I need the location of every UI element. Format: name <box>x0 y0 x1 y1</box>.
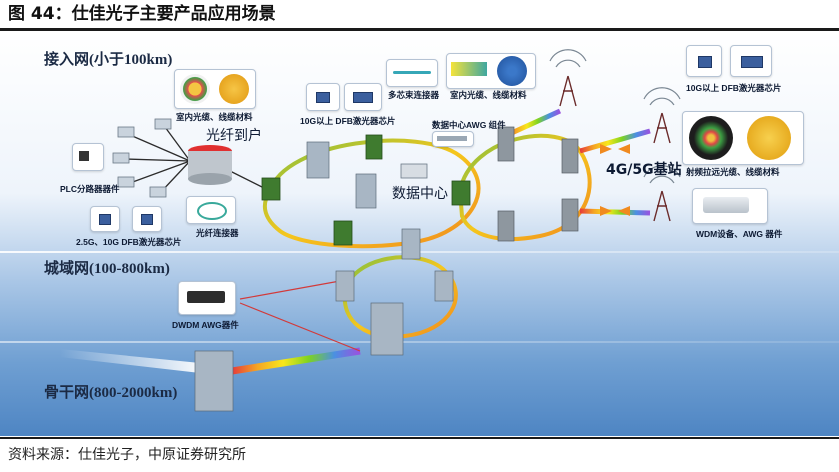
office-towers <box>194 141 454 412</box>
antenna-signal-arcs <box>549 49 681 184</box>
label-indoor-cable-center: 室内光缆、线缆材料 <box>450 90 527 100</box>
laser-chip-icon <box>698 56 712 68</box>
label-dfb-2-5g-10g: 2.5G、10G DFB激光器芯片 <box>76 237 182 247</box>
dwdm-arrow-1 <box>239 280 341 300</box>
mpo-cable-icon <box>393 71 431 74</box>
house-icons <box>112 118 172 198</box>
dfb-chip-tile-right-2 <box>730 45 772 77</box>
laser-chip-icon <box>741 56 763 68</box>
label-wdm-awg: WDM设备、AWG 器件 <box>696 229 783 239</box>
dwdm-awg-module-icon <box>187 291 225 303</box>
backbone-light-beam <box>60 349 200 373</box>
green-buildings <box>261 134 471 246</box>
rf-cable-material-icon <box>747 116 791 160</box>
multicore-connector-tile <box>386 59 438 87</box>
awg-module-icon <box>437 136 467 141</box>
dfb-chip-tile-center-1 <box>306 83 340 111</box>
label-dwdm-awg: DWDM AWG器件 <box>172 320 239 330</box>
laser-chip-icon <box>99 214 111 225</box>
ftth-fanout <box>124 126 271 194</box>
cable-material-icon <box>219 74 249 104</box>
cable-cross-section-icon <box>180 74 210 104</box>
laser-chip-icon <box>316 92 330 103</box>
label-fttx: 光纤到户 <box>206 128 262 144</box>
diagram-area: 接入网(小于100km) 城域网(100-800km) 骨干网(800-2000… <box>0 31 839 436</box>
plc-splitter-tile <box>72 143 104 171</box>
label-plc-splitter: PLC分路器器件 <box>60 184 120 194</box>
label-dc-awg: 数据中心AWG 组件 <box>432 120 506 130</box>
metro-ring <box>342 255 458 339</box>
label-dfb-10g-center: 10G以上 DFB激光器芯片 <box>300 116 396 126</box>
label-fiber-connector: 光纤连接器 <box>196 228 239 238</box>
footer-rule <box>0 437 839 439</box>
band-label-backbone: 骨干网(800-2000km) <box>44 385 178 401</box>
dwdm-arrow-2 <box>239 302 361 352</box>
wdm-device-tile <box>692 188 768 224</box>
dc-switch <box>400 163 428 179</box>
fiber-coil-icon <box>197 202 227 220</box>
label-base-station: 4G/5G基站 <box>606 162 682 178</box>
data-center-racks <box>497 126 579 242</box>
plc-splitter-icon <box>79 151 89 161</box>
network-graphic <box>60 49 681 412</box>
title-rule <box>0 28 839 31</box>
laser-chip-icon <box>353 92 373 103</box>
dfb-chip-tile-left-2 <box>132 206 162 232</box>
label-rf-cable: 射频拉远光缆、线缆材料 <box>686 167 780 177</box>
indoor-cable-tile-left <box>174 69 256 109</box>
dfb-chip-tile-right-1 <box>686 45 722 77</box>
ribbon-tower-low <box>579 208 651 216</box>
wdm-device-icon <box>703 197 749 213</box>
backbone-ribbon <box>231 347 361 375</box>
rf-cable-tile <box>682 111 804 165</box>
antenna-towers <box>559 75 671 222</box>
label-multicore-connector: 多芯束连接器 <box>388 90 440 100</box>
indoor-cable-tile-center <box>446 53 536 89</box>
label-indoor-cable-left: 室内光缆、线缆材料 <box>176 112 253 122</box>
ribbon-fiber-icon <box>451 62 487 76</box>
fiber-connector-tile <box>186 196 236 224</box>
dwdm-awg-tile <box>178 281 236 315</box>
ribbon-tower-mid <box>579 128 651 154</box>
band-label-metro: 城域网(100-800km) <box>44 261 170 277</box>
dc-awg-tile <box>432 131 474 147</box>
dfb-chip-tile-center-2 <box>344 83 382 111</box>
laser-chip-icon <box>141 214 153 225</box>
band-divider-backbone <box>0 341 839 343</box>
dfb-chip-tile-left-1 <box>90 206 120 232</box>
rf-cable-cross-section-icon <box>689 116 733 160</box>
band-label-access: 接入网(小于100km) <box>44 52 173 68</box>
label-dfb-10g-right: 10G以上 DFB激光器芯片 <box>686 83 782 93</box>
wdm-prisms <box>600 144 630 216</box>
label-data-center: 数据中心 <box>392 186 448 202</box>
figure-title: 图 44：仕佳光子主要产品应用场景 <box>8 4 276 24</box>
cable-pellets-icon <box>497 56 527 86</box>
source-note: 资料来源：仕佳光子，中原证券研究所 <box>8 447 246 463</box>
